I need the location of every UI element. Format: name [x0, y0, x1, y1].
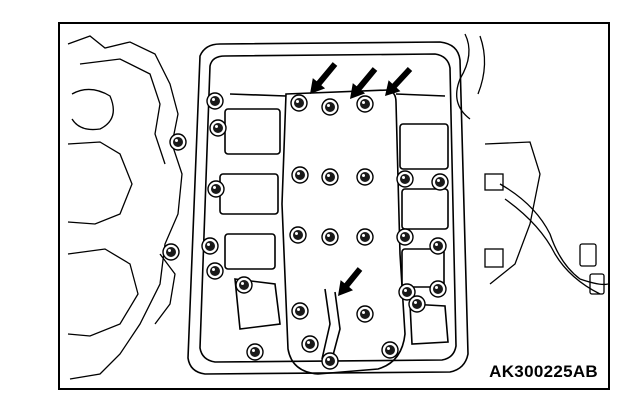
- bolt: [321, 98, 339, 116]
- bolt: [408, 295, 426, 313]
- bolt: [301, 335, 319, 353]
- valve-body-illustration: [67, 33, 608, 380]
- bolt: [396, 228, 414, 246]
- bolt: [207, 180, 225, 198]
- oil-pan-flange: [187, 41, 469, 375]
- bolt: [431, 173, 449, 191]
- wire-harness: [456, 33, 608, 295]
- figure-code-label: AK300225AB: [489, 362, 598, 381]
- bolt-group: [162, 92, 449, 370]
- bolt: [398, 283, 416, 301]
- bolt: [169, 133, 187, 151]
- callout-arrow: [310, 62, 338, 94]
- bolt: [356, 228, 374, 246]
- bolt: [396, 170, 414, 188]
- bolt: [356, 168, 374, 186]
- diagram-frame: AK300225AB: [58, 22, 610, 390]
- bolt: [429, 237, 447, 255]
- bolt: [321, 352, 339, 370]
- callout-arrow: [350, 67, 378, 99]
- bolt: [356, 95, 374, 113]
- callout-arrow-group: [310, 62, 413, 296]
- bolt: [321, 228, 339, 246]
- bolt: [201, 237, 219, 255]
- callout-arrow: [385, 67, 413, 96]
- bolt: [246, 343, 264, 361]
- transmission-housing: [67, 35, 183, 380]
- bolt: [290, 94, 308, 112]
- bolt: [206, 92, 224, 110]
- callout-arrow: [338, 267, 363, 296]
- bolt: [291, 166, 309, 184]
- bolt: [291, 302, 309, 320]
- bolt: [429, 280, 447, 298]
- valve-body-plate: [219, 89, 449, 375]
- bolt: [356, 305, 374, 323]
- bolt: [209, 119, 227, 137]
- bolt: [381, 341, 399, 359]
- bolt: [289, 226, 307, 244]
- bolt: [235, 276, 253, 294]
- bolt: [162, 243, 180, 261]
- bolt: [206, 262, 224, 280]
- bolt: [321, 168, 339, 186]
